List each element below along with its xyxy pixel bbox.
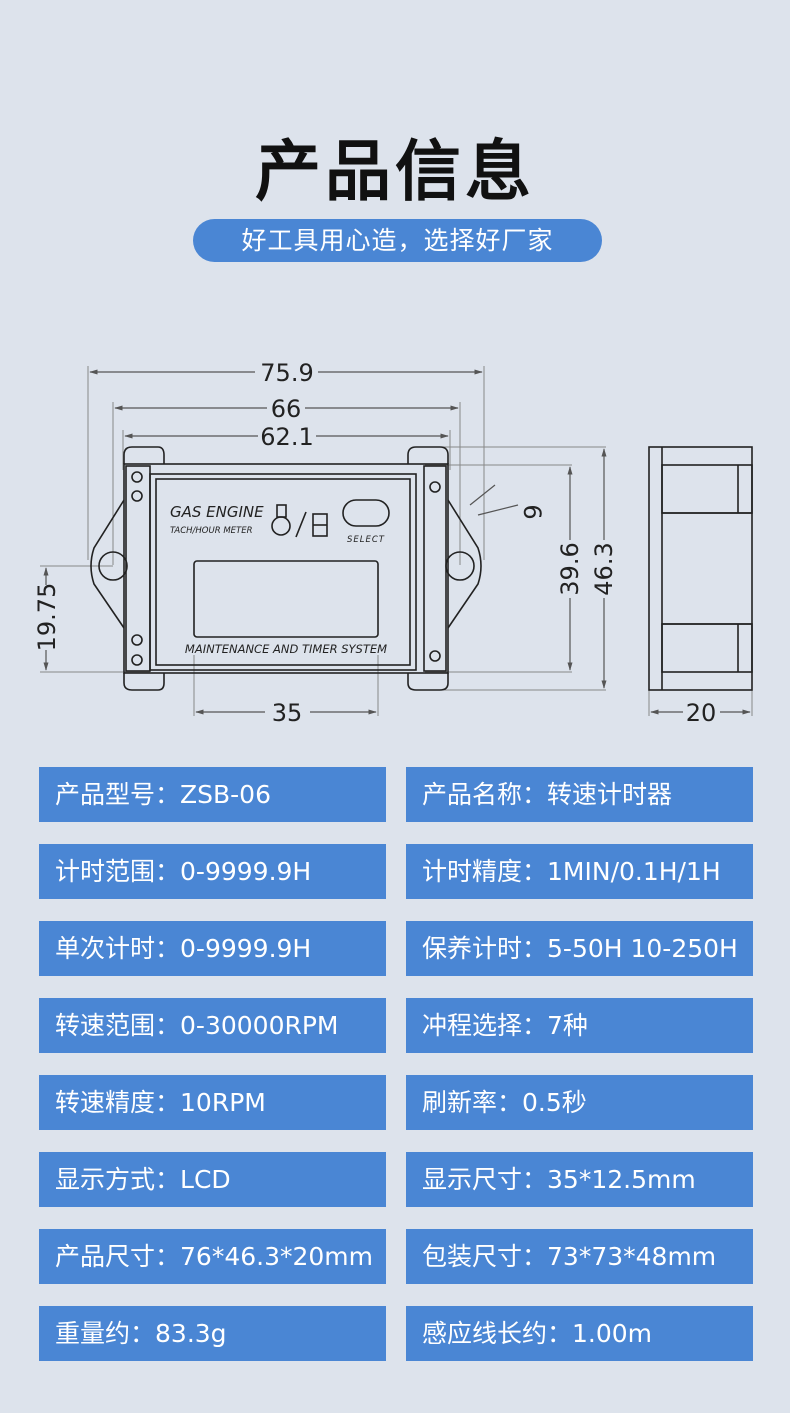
panel-brand-line2: TACH/HOUR METER bbox=[170, 526, 253, 536]
spec-label: 产品名称： bbox=[422, 780, 548, 809]
spec-value: LCD bbox=[180, 1165, 231, 1194]
spec-item: 显示方式：LCD bbox=[39, 1152, 386, 1207]
fuel-hourglass-icon bbox=[271, 504, 328, 538]
dim-depth: 20 bbox=[686, 699, 717, 727]
spec-item: 转速范围：0-30000RPM bbox=[39, 998, 386, 1053]
spec-item: 计时精度：1MIN/0.1H/1H bbox=[406, 844, 753, 899]
spec-label: 显示尺寸： bbox=[422, 1165, 548, 1194]
spec-item: 产品名称：转速计时器 bbox=[406, 767, 753, 822]
spec-item: 保养计时：5-50H 10-250H bbox=[406, 921, 753, 976]
dim-slot: 6 bbox=[518, 504, 546, 519]
spec-item: 刷新率：0.5秒 bbox=[406, 1075, 753, 1130]
spec-value: ZSB-06 bbox=[180, 780, 271, 809]
spec-label: 计时范围： bbox=[55, 857, 181, 886]
spec-value: 35*12.5mm bbox=[547, 1165, 696, 1194]
select-button-label: SELECT bbox=[347, 535, 385, 545]
page-title: 产品信息 bbox=[255, 133, 535, 210]
spec-value: 73*73*48mm bbox=[547, 1242, 717, 1271]
spec-value: 5-50H 10-250H bbox=[547, 934, 738, 963]
tagline-badge: 好工具用心造，选择好厂家 bbox=[193, 219, 602, 262]
dim-overall-width: 75.9 bbox=[260, 359, 313, 387]
spec-item: 产品尺寸：76*46.3*20mm bbox=[39, 1229, 386, 1284]
spec-label: 转速精度： bbox=[55, 1088, 181, 1117]
dim-hole-width: 66 bbox=[271, 395, 302, 423]
spec-label: 产品型号： bbox=[55, 780, 181, 809]
spec-item: 包装尺寸：73*73*48mm bbox=[406, 1229, 753, 1284]
dim-display-width: 35 bbox=[272, 699, 303, 727]
spec-label: 保养计时： bbox=[422, 934, 548, 963]
dim-overall-height: 46.3 bbox=[590, 542, 618, 595]
spec-item: 感应线长约：1.00m bbox=[406, 1306, 753, 1361]
side-view bbox=[648, 446, 753, 691]
spec-label: 显示方式： bbox=[55, 1165, 181, 1194]
spec-value: 10RPM bbox=[180, 1088, 266, 1117]
dim-body-width: 62.1 bbox=[260, 423, 313, 451]
spec-value: 0.5秒 bbox=[522, 1088, 587, 1117]
panel-bottom-label: MAINTENANCE AND TIMER SYSTEM bbox=[185, 642, 387, 656]
spec-label: 单次计时： bbox=[55, 934, 181, 963]
spec-value: 0-9999.9H bbox=[180, 934, 312, 963]
spec-label: 产品尺寸： bbox=[55, 1242, 181, 1271]
spec-item: 单次计时：0-9999.9H bbox=[39, 921, 386, 976]
spec-label: 转速范围： bbox=[55, 1011, 181, 1040]
panel-brand-line1: GAS ENGINE bbox=[170, 503, 264, 521]
spec-item: 冲程选择：7种 bbox=[406, 998, 753, 1053]
spec-value: 转速计时器 bbox=[547, 780, 673, 809]
spec-value: 1.00m bbox=[572, 1319, 653, 1348]
dim-body-height: 39.6 bbox=[556, 542, 584, 595]
spec-value: 0-9999.9H bbox=[180, 857, 312, 886]
spec-label: 冲程选择： bbox=[422, 1011, 548, 1040]
spec-label: 包装尺寸： bbox=[422, 1242, 548, 1271]
spec-value: 83.3g bbox=[155, 1319, 227, 1348]
spec-label: 刷新率： bbox=[422, 1088, 523, 1117]
spec-item: 计时范围：0-9999.9H bbox=[39, 844, 386, 899]
spec-value: 1MIN/0.1H/1H bbox=[547, 857, 721, 886]
spec-value: 7种 bbox=[547, 1011, 588, 1040]
spec-item: 产品型号：ZSB-06 bbox=[39, 767, 386, 822]
spec-label: 感应线长约： bbox=[422, 1319, 573, 1348]
spec-value: 0-30000RPM bbox=[180, 1011, 339, 1040]
spec-label: 计时精度： bbox=[422, 857, 548, 886]
spec-item: 显示尺寸：35*12.5mm bbox=[406, 1152, 753, 1207]
spec-item: 重量约：83.3g bbox=[39, 1306, 386, 1361]
dim-hole-height: 19.75 bbox=[33, 583, 61, 652]
technical-drawing: 75.9 66 62.1 6 39.6 46.3 19.75 35 20 bbox=[33, 359, 753, 727]
spec-value: 76*46.3*20mm bbox=[180, 1242, 374, 1271]
spec-label: 重量约： bbox=[55, 1319, 156, 1348]
spec-item: 转速精度：10RPM bbox=[39, 1075, 386, 1130]
